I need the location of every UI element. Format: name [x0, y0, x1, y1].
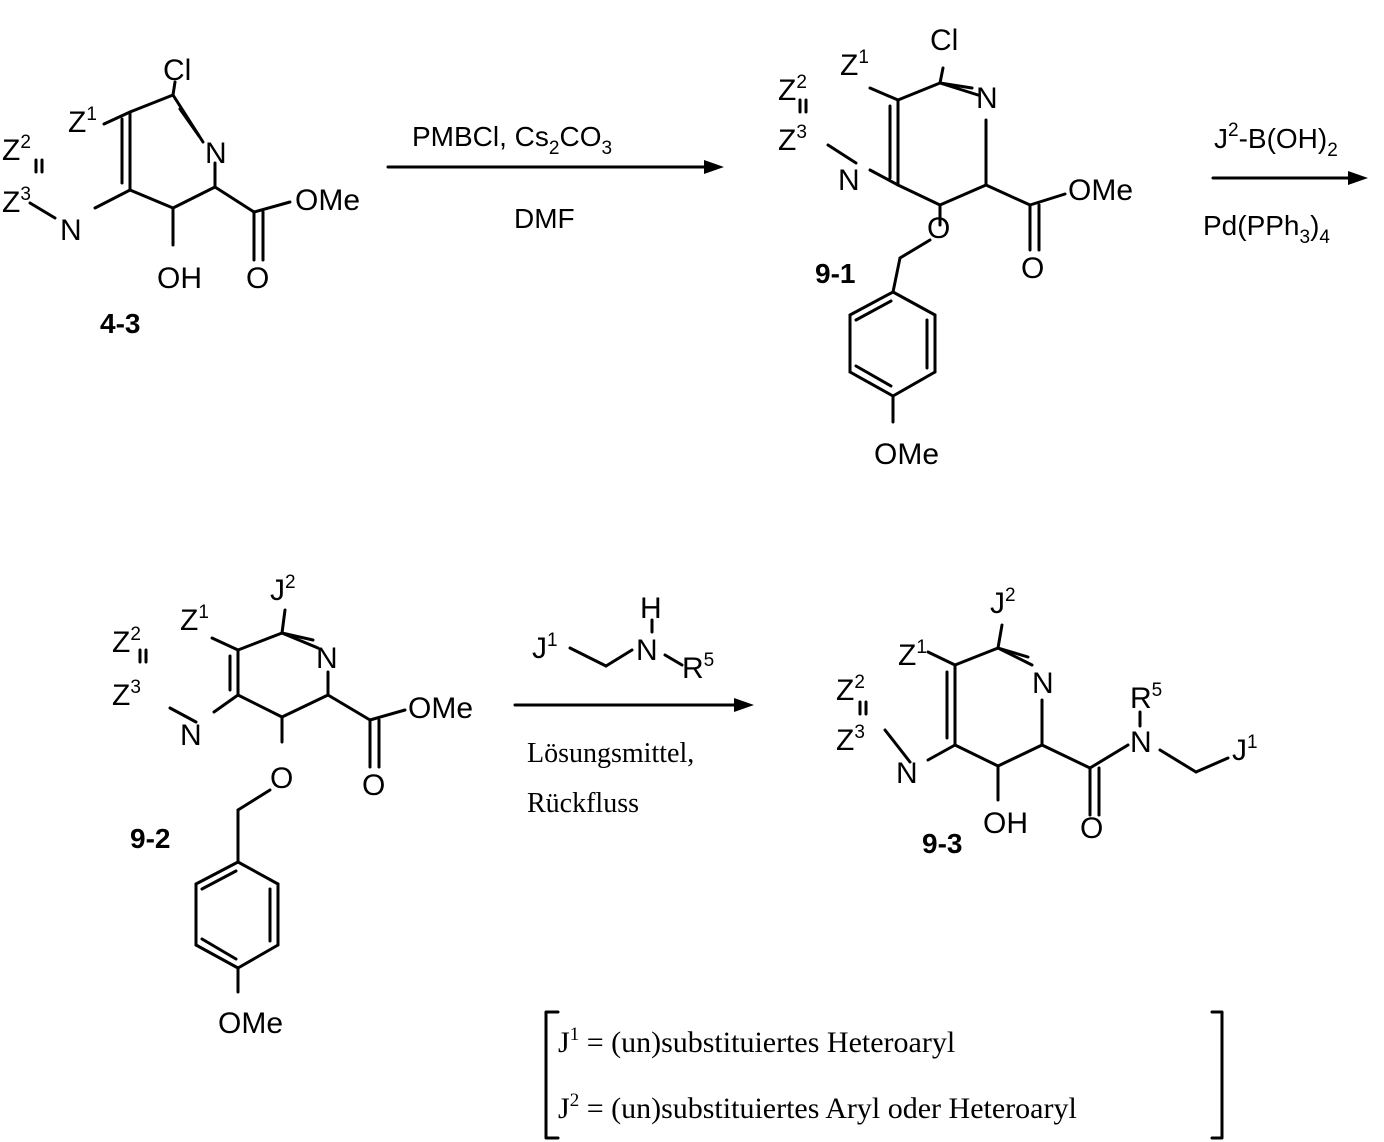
amine-h: H	[640, 592, 662, 625]
atom-o: O	[927, 212, 950, 245]
atom-z2: Z2	[112, 624, 141, 659]
compound-9-3: J2 N R5 N J1 O OH N Z1 Z2 Z3 9-3	[836, 585, 1258, 859]
atom-oh: OH	[983, 807, 1028, 840]
reaction-arrow-1: PMBCl, Cs2CO3 DMF	[388, 121, 724, 234]
conditions-below-1: DMF	[514, 203, 575, 234]
atom-n: N	[896, 757, 918, 790]
compound-label-9-2: 9-2	[130, 823, 170, 854]
compound-label-4-3: 4-3	[100, 308, 140, 339]
atom-ome: OMe	[874, 438, 939, 471]
substituent-legend: J1 = (un)substituiertes Heteroaryl J2 = …	[546, 1012, 1222, 1138]
reagents-above-2: J2-B(OH)2	[1214, 120, 1338, 161]
atom-z1: Z1	[840, 47, 869, 82]
atom-z1: Z1	[180, 602, 209, 637]
catalyst-below-2: Pd(PPh3)4	[1203, 210, 1330, 248]
compound-label-9-1: 9-1	[815, 258, 855, 289]
atom-n-amide: N	[1130, 726, 1152, 759]
atom-ome: OMe	[218, 1007, 283, 1040]
atom-j2: J2	[990, 585, 1016, 620]
compound-label-9-3: 9-3	[922, 828, 962, 859]
atom-n: N	[976, 82, 998, 115]
arrow-head	[1348, 171, 1368, 185]
atom-n: N	[60, 214, 82, 247]
atom-z2: Z2	[2, 132, 31, 167]
atom-cl: Cl	[930, 24, 958, 57]
amine-j1: J1	[532, 630, 558, 665]
atom-z1: Z1	[68, 104, 97, 139]
legend-j2: J2 = (un)substituiertes Aryl oder Hetero…	[558, 1090, 1077, 1125]
atom-j1: J1	[1232, 732, 1258, 767]
reaction-arrow-2: J2-B(OH)2 Pd(PPh3)4	[1203, 120, 1368, 248]
atom-r5: R5	[1130, 680, 1162, 715]
atom-z3: Z3	[2, 184, 31, 219]
legend-j1: J1 = (un)substituiertes Heteroaryl	[558, 1024, 955, 1059]
atom-n: N	[838, 164, 860, 197]
reflux-label: Rückfluss	[527, 788, 639, 819]
atom-oh: OH	[157, 262, 202, 295]
atom-ome: OMe	[408, 692, 473, 725]
atom-z3: Z3	[778, 122, 807, 157]
atom-o: O	[270, 762, 293, 795]
atom-j2: J2	[270, 572, 296, 607]
atom-z2: Z2	[778, 72, 807, 107]
compound-9-1: Cl N OMe O O N Z1 Z2 Z3 OMe 9-1	[778, 24, 1133, 471]
compound-4-3: Cl N OMe O OH N Z1 Z2 Z3 4-3	[2, 54, 360, 339]
atom-z1: Z1	[898, 637, 927, 672]
legend-bracket-left	[546, 1012, 558, 1138]
amine-n: N	[636, 634, 658, 667]
solvent-label: Lösungsmittel,	[527, 738, 694, 769]
atom-o: O	[246, 262, 269, 295]
atom-o: O	[362, 769, 385, 802]
atom-o: O	[1021, 252, 1044, 285]
amine-reagent-bonds	[570, 620, 682, 666]
atom-z3: Z3	[836, 722, 865, 757]
reaction-arrow-3: J1 H N R5 Lösungsmittel, Rückfluss	[515, 592, 754, 819]
atom-n: N	[205, 137, 227, 170]
amine-r5: R5	[682, 650, 714, 685]
atom-o: O	[1080, 812, 1103, 845]
compound-9-1-bonds	[800, 68, 1065, 422]
atom-z3: Z3	[112, 677, 141, 712]
atom-ome: OMe	[295, 184, 360, 217]
reagents-above-1: PMBCl, Cs2CO3	[412, 121, 612, 159]
compound-9-2: J2 N OMe O O N Z1 Z2 Z3 OMe 9-2	[112, 572, 473, 1040]
atom-cl: Cl	[163, 54, 191, 87]
arrow-head	[704, 160, 724, 174]
atom-ome: OMe	[1068, 174, 1133, 207]
atom-n: N	[316, 642, 338, 675]
legend-bracket-right	[1212, 1012, 1222, 1138]
atom-n: N	[180, 719, 202, 752]
arrow-head	[734, 698, 754, 712]
atom-n: N	[1032, 667, 1054, 700]
